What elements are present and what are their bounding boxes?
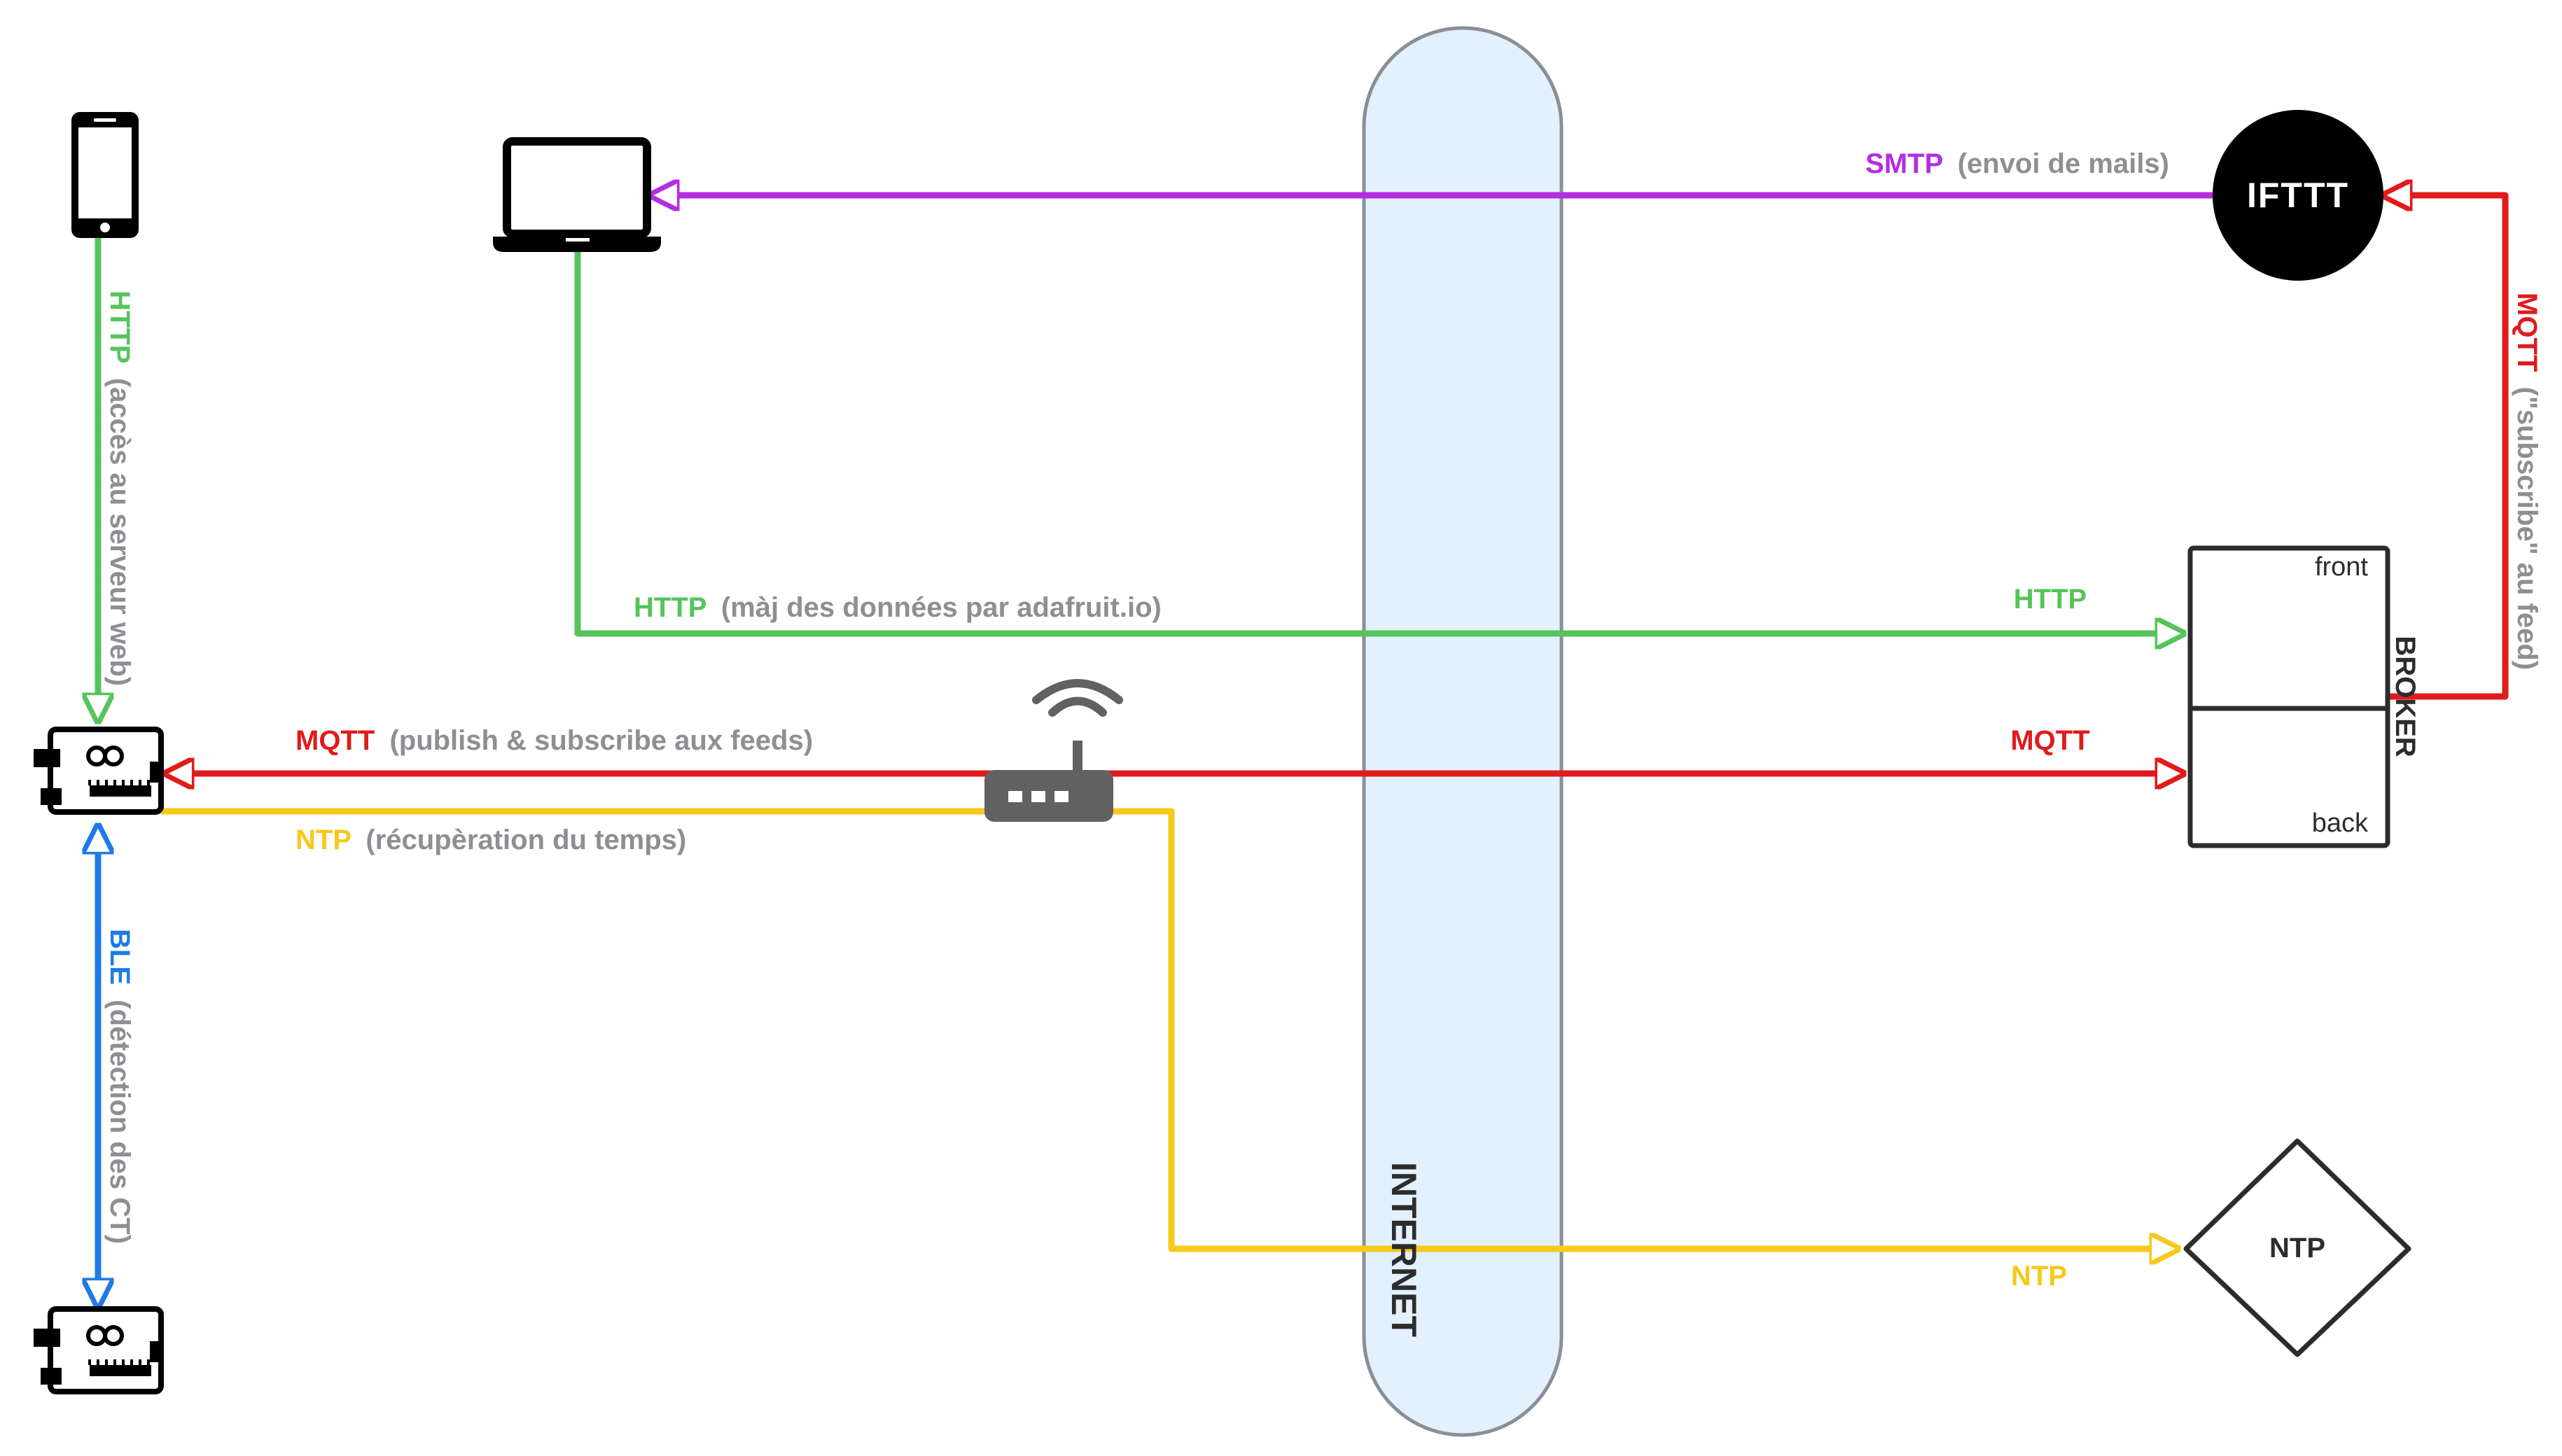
ifttt-label: IFTTT	[2247, 176, 2349, 215]
link-http-laptop	[574, 250, 2183, 634]
link-mqtt-ifttt	[2384, 195, 2509, 700]
ntp-server-label: NTP	[2269, 1233, 2325, 1264]
ble-label: BLE (détection des CT)	[104, 929, 135, 1244]
ble-protocol: BLE	[104, 929, 135, 985]
ntp-label: NTP (récupèration du temps)	[295, 825, 686, 855]
mqtt-ifttt-label: MQTT ("subscribe" au feed)	[2512, 293, 2542, 670]
broker-front-label: front	[2315, 552, 2368, 582]
smtp-detail: (envoi de mails)	[1958, 148, 2169, 179]
ntp-end-label: NTP	[2011, 1261, 2067, 1292]
mqtt-main-protocol: MQTT	[295, 725, 375, 756]
http-phone-protocol: HTTP	[104, 290, 135, 363]
broker-label: BROKER	[2390, 636, 2421, 757]
ntp-server-node: NTP	[2183, 1138, 2411, 1357]
ifttt-node: IFTTT	[2213, 110, 2383, 281]
laptop-icon	[493, 137, 661, 252]
arduino-board-icon	[34, 729, 161, 812]
arduino-ble-board-icon	[34, 1309, 161, 1392]
smartphone-icon	[71, 112, 139, 238]
smtp-label: SMTP (envoi de mails)	[1865, 148, 2169, 179]
http-broker-end-label: HTTP	[2014, 584, 2087, 615]
http-laptop-protocol: HTTP	[634, 592, 706, 623]
mqtt-broker-end-label: MQTT	[2010, 725, 2089, 756]
http-laptop-label: HTTP (màj des données par adafruit.io)	[634, 592, 1162, 623]
broker-back-label: back	[2312, 808, 2369, 838]
internet-label: INTERNET	[1384, 1162, 1423, 1337]
ntp-detail: (récupèration du temps)	[365, 825, 686, 855]
smtp-protocol: SMTP	[1865, 148, 1942, 179]
http-laptop-detail: (màj des données par adafruit.io)	[721, 592, 1162, 623]
mqtt-ifttt-protocol: MQTT	[2512, 293, 2542, 372]
http-phone-detail: (accès au serveur web)	[104, 378, 135, 686]
ntp-protocol: NTP	[295, 825, 351, 855]
mqtt-ifttt-detail: ("subscribe" au feed)	[2512, 386, 2542, 670]
broker-node: front back BROKER	[2187, 545, 2421, 848]
mqtt-main-label: MQTT (publish & subscribe aux feeds)	[295, 725, 813, 756]
http-phone-label: HTTP (accès au serveur web)	[104, 290, 135, 686]
ble-detail: (détection des CT)	[104, 1000, 135, 1244]
internet-cloud	[1362, 26, 1564, 1437]
link-ntp	[161, 808, 2178, 1249]
mqtt-main-detail: (publish & subscribe aux feeds)	[389, 725, 813, 756]
router-icon	[984, 679, 1123, 822]
